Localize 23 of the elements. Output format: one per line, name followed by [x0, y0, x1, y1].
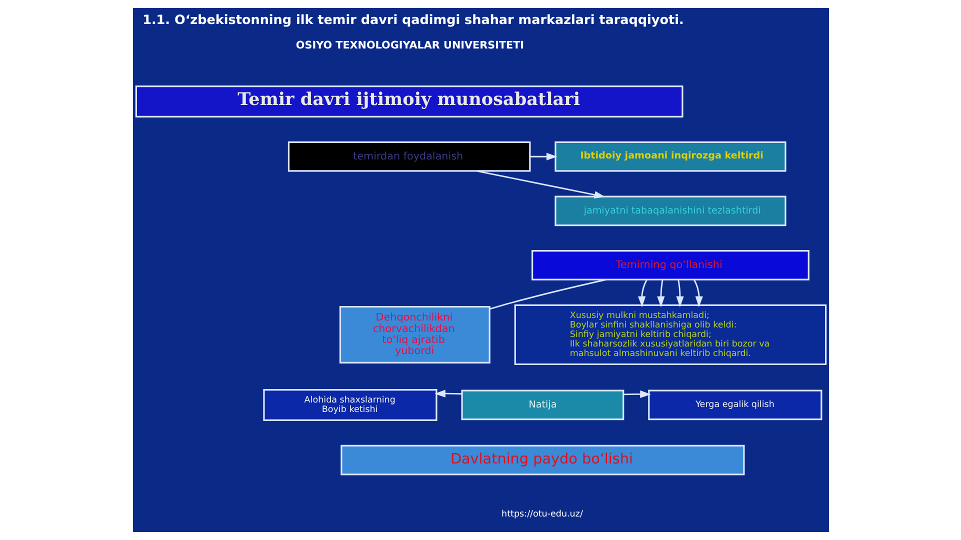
diagram-title: 1.1. O‘zbekistonning ilk temir davri qadimgi shahar markazlari taraqqiyoti.: [142, 12, 684, 28]
node-box: Dehqonchilikni chorvachilikdan to‘liq ajratib yubordi: [338, 306, 490, 364]
label: https://otu-edu.uz/: [501, 510, 582, 520]
node-box: Ibtidoiy jamoani inqirozga keltirdi: [554, 141, 786, 172]
node-box: Natija: [460, 390, 624, 420]
connector: [489, 278, 606, 310]
arrow: [692, 279, 702, 308]
arrow: [476, 170, 605, 199]
node-box: temirdan foydalanish: [287, 141, 530, 172]
node-box: Alohida shaxslarning Boyib ketishi: [262, 389, 437, 421]
arrow: [638, 279, 647, 308]
label: OSIYO TEXNOLOGIYALAR UNIVERSITETI: [295, 39, 524, 52]
node-box: jamiyatni tabaqalanishini tezlashtirdi: [554, 196, 786, 226]
node-box: Davlatning paydo bo‘lishi: [340, 444, 744, 476]
node-box: Xususiy mulkni mustahkamladi; Boylar sinfini shakllanishiga olib keldi: Sinfiy jamiyatni keltirib chiqardi; Ilk shaharsozlik xususiyatlaridan biri bozor va mahsulot almashinuvani keltirib chiqardi.: [514, 304, 826, 366]
arrow: [529, 152, 557, 160]
node-box: Temir davri ijtimoiy munosabatlari: [134, 86, 683, 118]
node-box: Yerga egalik qilish: [648, 390, 822, 420]
arrow: [622, 390, 650, 398]
arrow: [676, 280, 684, 308]
node-box: Temirning qo‘llanishi: [531, 250, 809, 280]
arrow: [656, 280, 664, 308]
arrow: [434, 390, 462, 398]
